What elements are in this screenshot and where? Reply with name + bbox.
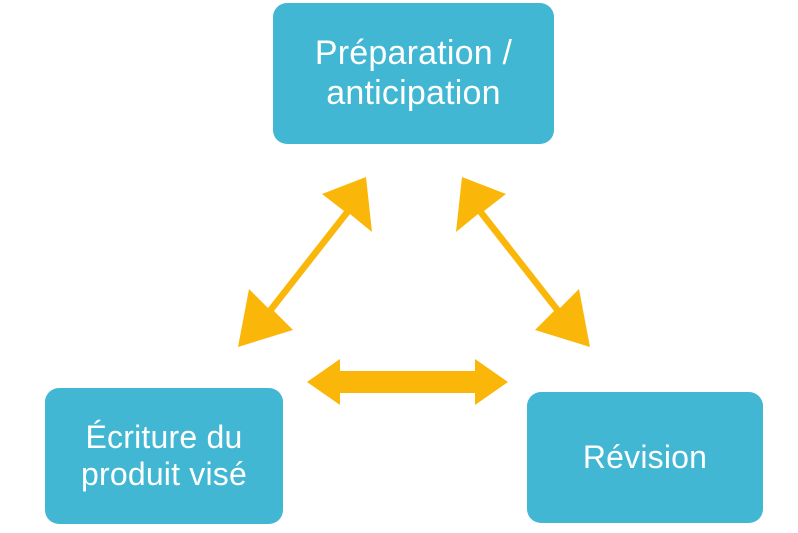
node-preparation-label: Préparation / anticipation xyxy=(314,34,513,112)
arrow-preparation-revision xyxy=(456,177,590,347)
node-ecriture-label: Écriture du produit visé xyxy=(80,418,248,492)
node-ecriture[interactable]: Écriture du produit visé xyxy=(45,388,283,524)
arrow-preparation-ecriture xyxy=(238,177,372,347)
arrow-ecriture-revision xyxy=(307,359,508,405)
node-revision-label: Révision xyxy=(582,438,708,475)
node-revision[interactable]: Révision xyxy=(527,392,763,523)
node-preparation[interactable]: Préparation / anticipation xyxy=(273,3,554,144)
